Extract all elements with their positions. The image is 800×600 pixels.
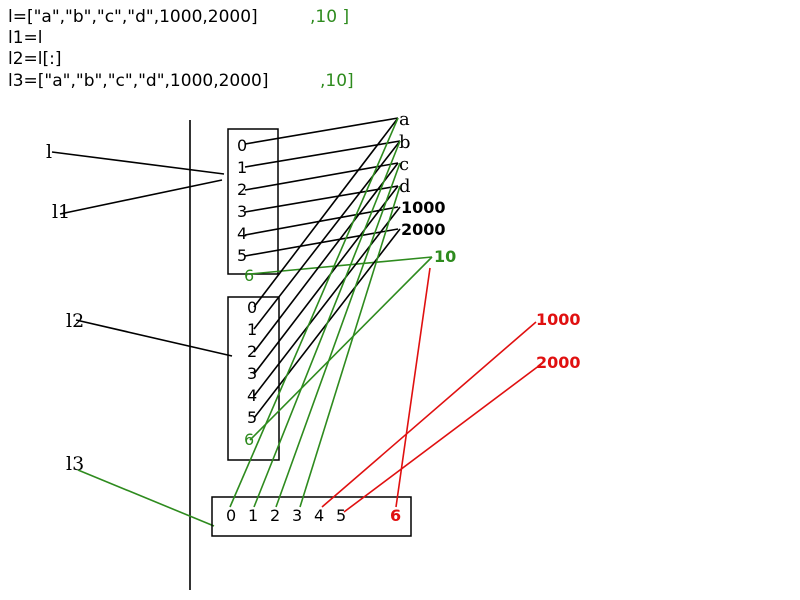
list3-indices: 0 1 2 3 4 5 6 [226, 506, 401, 525]
list3-box [211, 496, 412, 537]
ref-l-to-list1 [51, 151, 225, 175]
code-line-1-append: ,10 ] [310, 7, 349, 27]
list2-indices: 0 1 2 3 4 5 6 [244, 298, 257, 449]
ref-l2-to-list2 [75, 319, 233, 357]
list3-index: 4 [314, 506, 324, 525]
list3-index: 1 [248, 506, 258, 525]
list3-references [229, 117, 541, 513]
object-1000: 1000 [401, 198, 446, 217]
new-object-2000: 2000 [536, 353, 581, 372]
var-l1: l1 [52, 201, 70, 223]
object-a: a [399, 109, 410, 130]
list2-references [249, 117, 433, 441]
code-line-3: l2=l[:] [8, 49, 62, 69]
object-c: c [399, 154, 409, 175]
list1-index: 0 [237, 136, 247, 155]
ref-l1-to-list1 [59, 179, 223, 215]
list2-index-appended: 6 [244, 430, 254, 449]
var-l3: l3 [66, 453, 84, 475]
list3-index: 3 [292, 506, 302, 525]
list2-box [227, 296, 280, 461]
list3-index-appended: 6 [390, 506, 401, 525]
var-l2: l2 [66, 310, 84, 332]
object-d: d [399, 176, 411, 197]
list1-index-appended: 6 [244, 266, 254, 285]
list2-index: 1 [247, 320, 257, 339]
list1-index: 2 [237, 180, 247, 199]
var-l: l [46, 141, 52, 163]
list2-index: 0 [247, 298, 257, 317]
list2-index: 2 [247, 342, 257, 361]
object-10: 10 [434, 247, 456, 266]
code-line-1: l=["a","b","c","d",1000,2000] [8, 7, 258, 27]
list3-index: 0 [226, 506, 236, 525]
code-line-2: l1=l [8, 28, 43, 48]
list2-index: 5 [247, 408, 257, 427]
list2-index: 4 [247, 386, 257, 405]
list1-index: 1 [237, 158, 247, 177]
list1-indices: 0 1 2 3 4 5 6 [237, 136, 254, 285]
new-object-1000: 1000 [536, 310, 581, 329]
code-line-4-append: ,10] [320, 71, 354, 91]
object-b: b [399, 132, 411, 153]
object-2000: 2000 [401, 220, 446, 239]
list3-index: 2 [270, 506, 280, 525]
list1-index: 4 [237, 224, 247, 243]
code-line-4: l3=["a","b","c","d",1000,2000] [8, 71, 269, 91]
list1-index: 5 [237, 246, 247, 265]
list2-index: 3 [247, 364, 257, 383]
list1-index: 3 [237, 202, 247, 221]
ref-l3-to-list3 [77, 469, 215, 527]
list3-index: 5 [336, 506, 346, 525]
